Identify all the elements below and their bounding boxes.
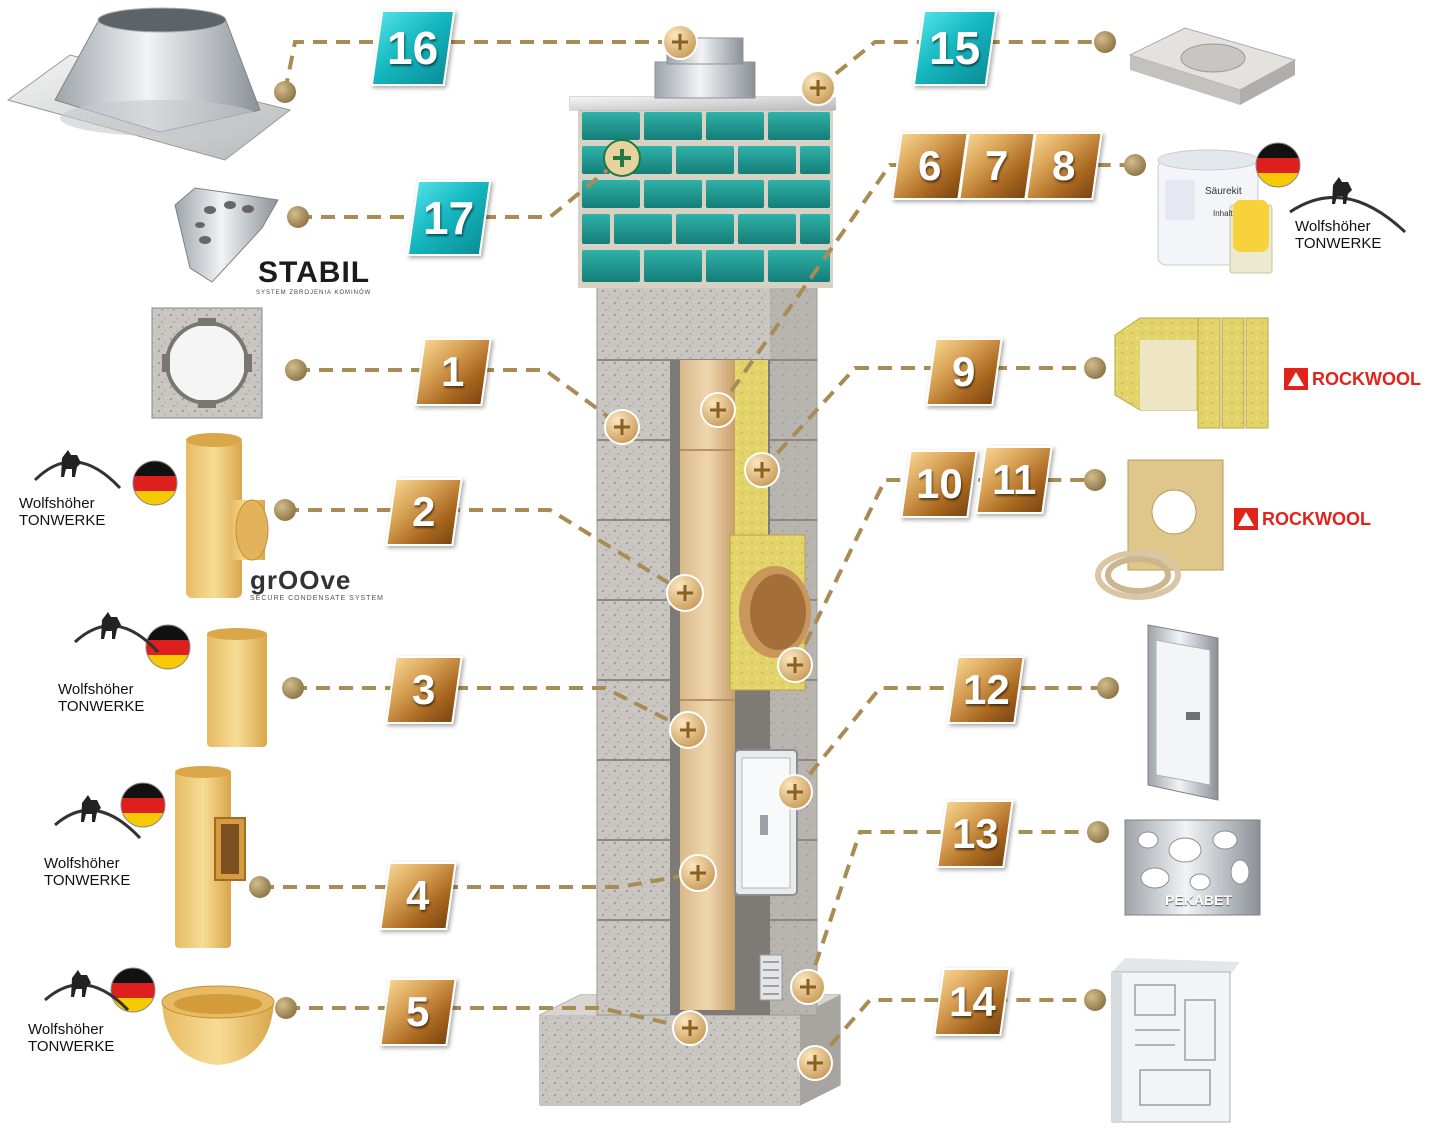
product-chimney-block — [151, 307, 263, 419]
badge-13-label: 13 — [951, 810, 999, 857]
product-perforated-plate — [1124, 819, 1261, 916]
product-manual — [1111, 958, 1240, 1123]
badge-15-label: 15 — [929, 22, 981, 74]
badge-11-label: 11 — [991, 456, 1037, 503]
badge-7: 7 — [958, 132, 1036, 200]
badge-2: 2 — [385, 478, 463, 546]
badge-12: 12 — [947, 656, 1025, 724]
badge-15: 15 — [912, 10, 998, 86]
wolf-brand-line2-a: TONWERKE — [19, 512, 106, 529]
rockwool-logo-icons — [1234, 368, 1308, 530]
product-steel-bracket — [174, 187, 279, 283]
badge-2-label: 2 — [412, 488, 436, 535]
badge-1: 1 — [414, 338, 492, 406]
wolf-brand-line2-b: TONWERKE — [58, 698, 145, 715]
badge-14-label: 14 — [948, 978, 996, 1025]
wolf-brand-line1-d: Wolfshöher — [28, 1021, 104, 1038]
wolf-brand-line1-c: Wolfshöher — [44, 855, 120, 872]
badge-7-label: 7 — [985, 142, 1009, 189]
badge-5-label: 5 — [406, 988, 430, 1035]
badge-8-label: 8 — [1052, 142, 1076, 189]
badge-16-label: 16 — [387, 22, 439, 74]
rockwool-logo-a: ROCKWOOL — [1312, 369, 1421, 389]
badge-4-label: 4 — [406, 872, 430, 919]
badge-12-label: 12 — [962, 666, 1010, 713]
badge-13: 13 — [936, 800, 1014, 868]
wolf-brand-line1-a: Wolfshöher — [19, 495, 95, 512]
badge-9-label: 9 — [952, 348, 976, 395]
badge-3-label: 3 — [412, 666, 436, 713]
germany-flag-icons — [110, 142, 1301, 1013]
badge-5: 5 — [379, 978, 457, 1046]
badge-16: 16 — [370, 10, 456, 86]
badge-17: 17 — [406, 180, 492, 256]
product-acid-kit — [1157, 149, 1273, 274]
rockwool-logo-b: ROCKWOOL — [1262, 509, 1371, 529]
wolf-brand-line2-c: TONWERKE — [44, 872, 131, 889]
badge-17-label: 17 — [423, 192, 475, 244]
badge-1-label: 1 — [441, 348, 465, 395]
stabil-logo: STABIL — [258, 256, 371, 289]
saurekit-label: Säurekit — [1205, 186, 1242, 197]
product-wool-plate-rope — [1095, 459, 1224, 600]
product-ceramic-tee — [186, 433, 269, 598]
badge-10: 10 — [900, 450, 978, 518]
inhalt-label: Inhalt — [1213, 209, 1233, 218]
leader-end-dots — [249, 31, 1146, 1019]
plus-markers — [603, 24, 836, 1081]
badge-4: 4 — [379, 862, 457, 930]
wolf-brand-line2-d: TONWERKE — [28, 1038, 115, 1055]
wolf-brand-line2-e: TONWERKE — [1295, 235, 1382, 252]
product-inspection-tee — [175, 766, 246, 948]
badge-3: 3 — [385, 656, 463, 724]
badge-10-label: 10 — [915, 460, 963, 507]
badge-14: 14 — [933, 968, 1011, 1036]
badge-6-label: 6 — [918, 142, 942, 189]
badge-11: 11 — [975, 446, 1053, 514]
product-top-plate — [1128, 27, 1297, 105]
stabil-tagline: SYSTEM ZBROJENIA KOMINÓW — [256, 290, 372, 296]
groove-logo: grOOve — [250, 565, 352, 595]
badge-9: 9 — [925, 338, 1003, 406]
badge-6: 6 — [891, 132, 969, 200]
product-wool-slabs — [1114, 317, 1269, 429]
pekabet-plate-text: PEKABET — [1165, 892, 1232, 908]
chimney-body — [539, 37, 841, 1106]
product-cleaning-door — [1147, 624, 1219, 801]
product-ceramic-pipe — [207, 628, 267, 747]
wolf-brand-line1-e: Wolfshöher — [1295, 218, 1371, 235]
product-rain-cowl — [6, 7, 292, 161]
wolf-icons — [61, 177, 1352, 997]
wolf-brand-line1-b: Wolfshöher — [58, 681, 134, 698]
groove-tagline: SECURE CONDENSATE SYSTEM — [250, 595, 384, 602]
badge-8: 8 — [1025, 132, 1103, 200]
product-condensate-bowl — [161, 985, 275, 1065]
